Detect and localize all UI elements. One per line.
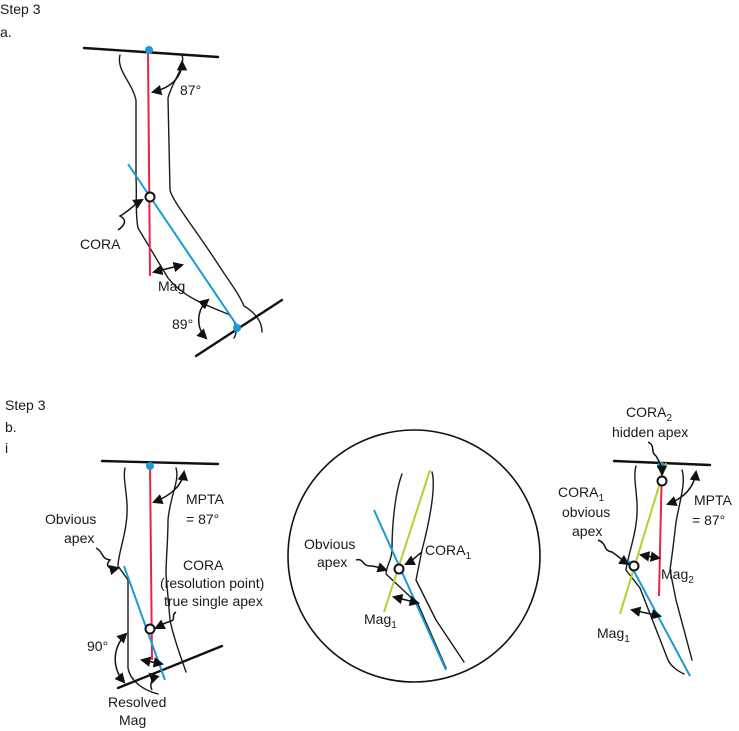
apex-label-right: apex <box>572 523 602 539</box>
proximal-axis-b-right <box>619 462 667 615</box>
proximal-axis-circle <box>383 469 431 613</box>
step-a-part: a. <box>0 24 12 40</box>
angle-label-left: 90° <box>87 638 108 654</box>
proximal-joint-line-b-left <box>100 459 220 466</box>
joint-marker-top-a <box>145 46 153 54</box>
magnification-circle <box>287 429 541 683</box>
angle-arrow-left <box>114 632 128 684</box>
mag-arrow-a <box>151 261 185 276</box>
resolved-label-2: Mag <box>119 712 146 728</box>
resolved-label-1: Resolved <box>108 694 166 710</box>
figure-a: 87° CORA Mag 89° <box>80 46 284 358</box>
step-b-sub: i <box>5 440 8 456</box>
mpta-label-1-left: MPTA <box>186 491 225 507</box>
mag1-label-circle: Mag1 <box>364 611 397 631</box>
cora-label-3-left: true single apex <box>164 593 263 609</box>
mpta-label-1-right: MPTA <box>694 492 733 508</box>
joint-marker-bottom-a <box>233 324 241 332</box>
cora-leader-left <box>154 611 177 629</box>
distal-axis-a <box>127 163 241 331</box>
cora1-leader-circle <box>404 551 423 565</box>
cora2-point-right <box>656 475 668 487</box>
cora-label-2-left: (resolution point) <box>160 575 264 591</box>
angle-arrow-top-a <box>150 59 188 96</box>
mag1-arrow-right <box>629 606 663 620</box>
cora1-label-right: CORA1 <box>558 484 604 504</box>
obvious-leader-left <box>95 547 121 576</box>
figure-b-left: Obvious apex MPTA = 87° CORA (resolution… <box>45 459 264 728</box>
cora1-point-circle <box>393 563 405 575</box>
distal-joint-line-b-left <box>116 644 224 690</box>
figure-b-right: CORA2 hidden apex CORA1 obvious apex MPT… <box>558 404 733 677</box>
cora-leader-a <box>117 198 144 231</box>
resolved-leader <box>148 672 160 691</box>
distal-axis-circle <box>373 509 447 671</box>
angle-arrow-bottom-a <box>196 298 210 340</box>
mag1-label-right: Mag1 <box>597 625 630 645</box>
step-b-title: Step 3 <box>5 397 46 413</box>
obvious-leader-circle <box>355 558 388 573</box>
mpta-label-2-right: = 87° <box>692 512 725 528</box>
joint-marker-b-left <box>146 462 154 470</box>
cora1-label-circle: CORA1 <box>425 542 471 562</box>
step-b-part: b. <box>5 419 17 435</box>
cora2-leader-right <box>647 441 668 477</box>
mag1-arrow-circle <box>391 593 421 607</box>
obvious-label-circle-1: Obvious <box>304 536 355 552</box>
cora2-label-right: CORA2 <box>626 404 672 424</box>
cora1-point-right <box>628 560 640 572</box>
mag2-arrow-right <box>638 551 662 562</box>
mag2-label-right: Mag2 <box>661 566 694 586</box>
angle-top-a: 87° <box>180 82 201 98</box>
angle-bottom-a: 89° <box>172 316 193 332</box>
mpta-arrow-left <box>152 469 189 504</box>
cora-label-a: CORA <box>80 236 121 252</box>
step-a-title: Step 3 <box>0 1 41 17</box>
hidden-apex-label: hidden apex <box>612 424 688 440</box>
cora-point-b-left <box>144 623 156 635</box>
mpta-arrow-right <box>666 469 701 506</box>
cora-point-a <box>144 191 156 203</box>
mechanical-axis-a <box>147 49 151 277</box>
obvious-label-2: apex <box>64 530 94 546</box>
resolved-mag-arrow <box>139 656 165 668</box>
mpta-label-2-left: = 87° <box>186 511 219 527</box>
obvious-label-right: obvious <box>562 504 610 520</box>
cora1-leader-right <box>597 539 630 566</box>
mag-label-a: Mag <box>158 278 185 294</box>
obvious-label-1: Obvious <box>45 511 96 527</box>
figure-b-circle: Obvious apex CORA1 Mag1 <box>287 429 541 683</box>
obvious-label-circle-2: apex <box>317 554 347 570</box>
cora-label-1-left: CORA <box>183 557 224 573</box>
